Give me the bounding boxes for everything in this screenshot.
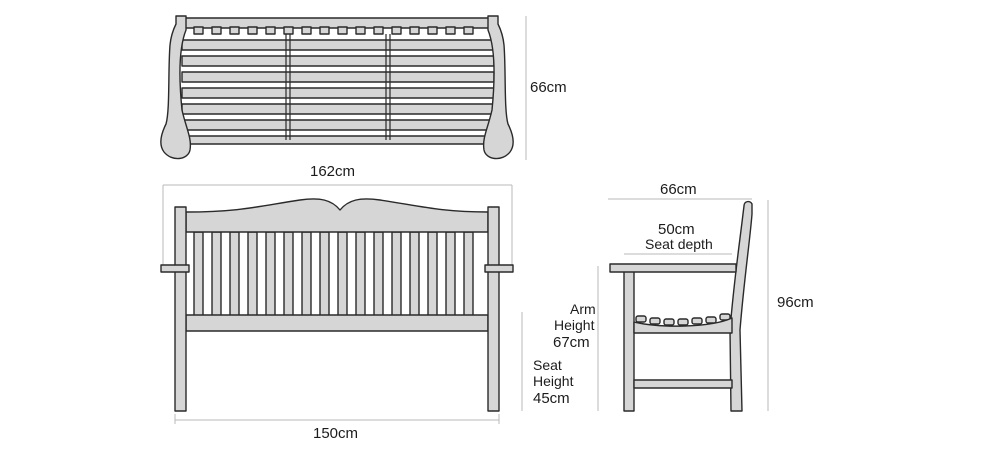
front-left-leg bbox=[174, 206, 187, 412]
top-right-arm bbox=[482, 15, 514, 160]
top-back-slats bbox=[193, 26, 474, 35]
top-view: 66cm bbox=[160, 15, 567, 160]
side-arm bbox=[609, 263, 737, 273]
arm-height-value: 67cm bbox=[553, 334, 590, 351]
front-top-rail bbox=[185, 198, 489, 233]
seat-height-word-1: Seat bbox=[533, 357, 562, 373]
seat-depth-caption: Seat depth bbox=[645, 236, 713, 252]
side-view: 66cm 50cm Seat depth Arm Height 67cm bbox=[553, 181, 814, 412]
front-view: 162cm bbox=[160, 163, 574, 442]
top-depth-label: 66cm bbox=[530, 79, 567, 96]
seat-depth-value: 50cm bbox=[658, 221, 695, 238]
front-seat-width-label: 150cm bbox=[313, 425, 358, 442]
side-overall-depth-label: 66cm bbox=[660, 181, 697, 198]
top-left-arm bbox=[160, 15, 192, 160]
front-right-arm bbox=[484, 264, 514, 273]
seat-height-value: 45cm bbox=[533, 390, 570, 407]
side-back-post bbox=[729, 200, 753, 412]
side-front-leg bbox=[623, 267, 635, 412]
top-seat-slats bbox=[181, 39, 495, 145]
front-seat-rail bbox=[185, 314, 489, 332]
side-seat-rail bbox=[633, 317, 733, 334]
front-overall-width-label: 162cm bbox=[310, 163, 355, 180]
arm-height-word-1: Arm bbox=[570, 301, 596, 317]
side-lower-stretcher bbox=[633, 379, 733, 389]
arm-height-word-2: Height bbox=[554, 317, 595, 333]
seat-height-word-2: Height bbox=[533, 373, 574, 389]
side-seat-slats bbox=[635, 313, 731, 326]
front-right-leg bbox=[487, 206, 500, 412]
side-overall-height-label: 96cm bbox=[777, 294, 814, 311]
front-left-arm bbox=[160, 264, 190, 273]
front-back-slats bbox=[193, 231, 474, 317]
